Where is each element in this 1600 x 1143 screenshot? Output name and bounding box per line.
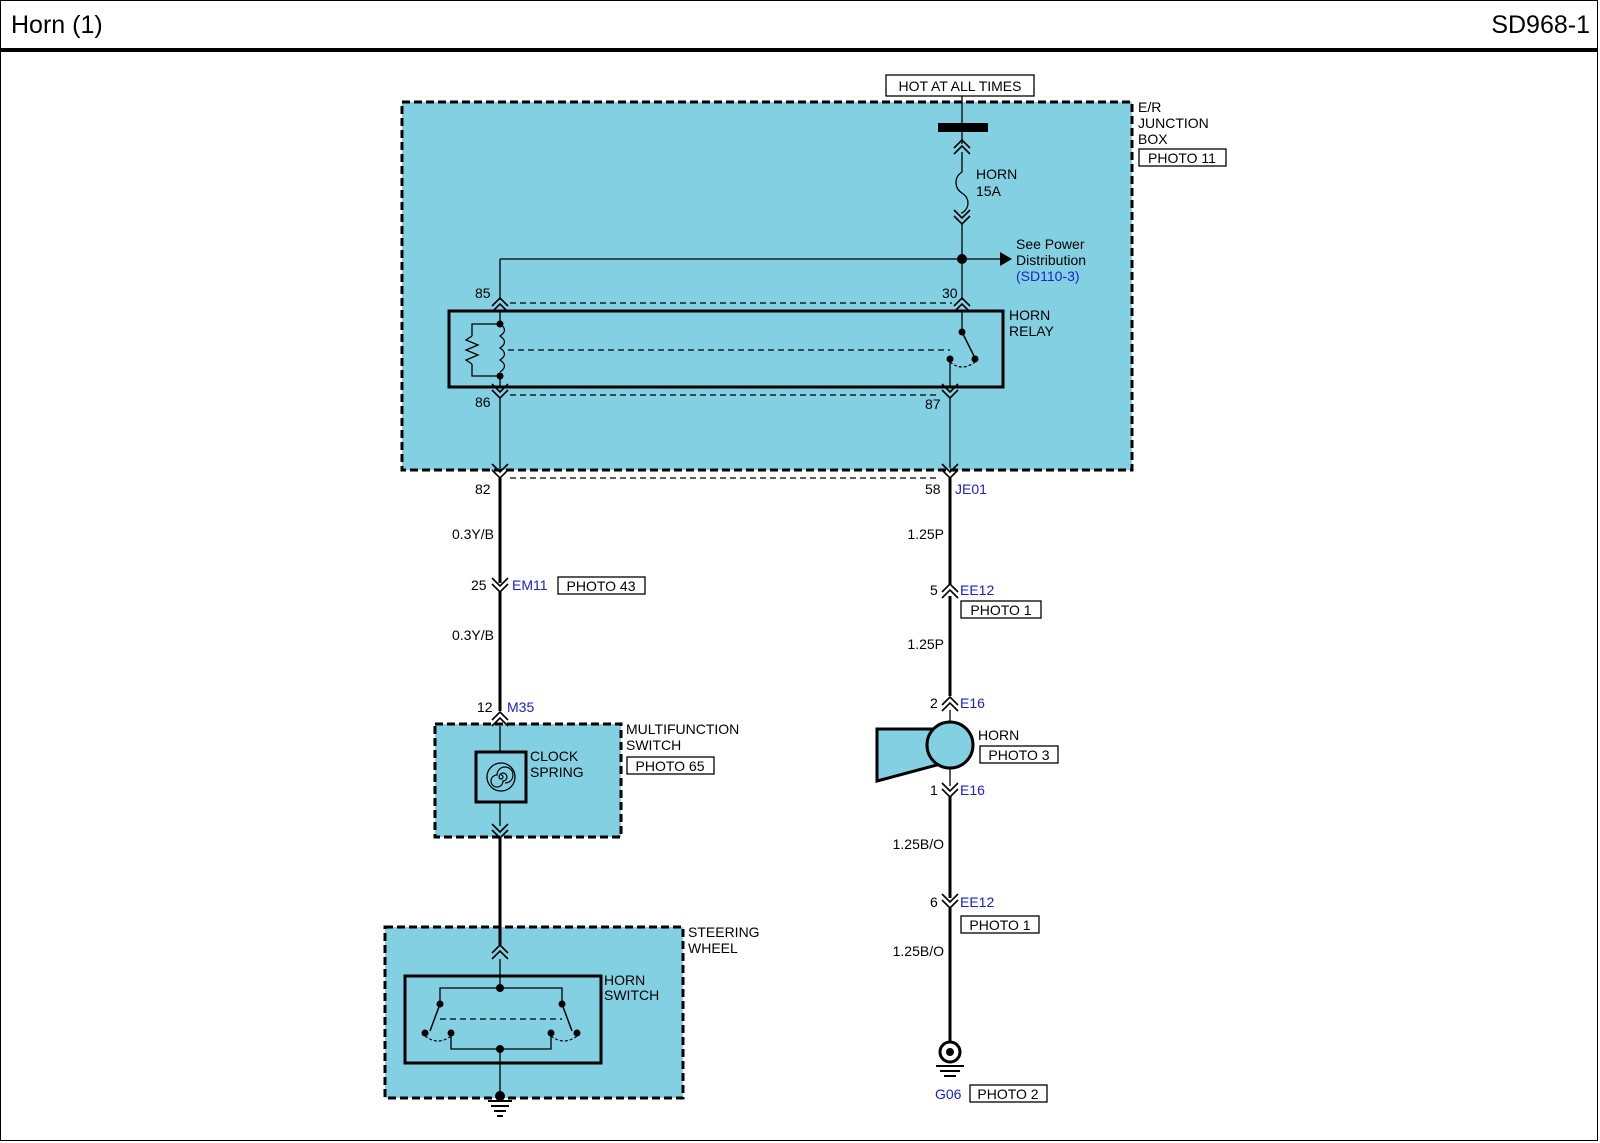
pin-12: 12 xyxy=(477,699,493,715)
horn-photo[interactable]: PHOTO 3 xyxy=(988,747,1049,763)
pin-6: 6 xyxy=(930,894,938,910)
connector-em11[interactable]: EM11 xyxy=(512,577,548,593)
horn-ground-icon xyxy=(936,1040,964,1077)
junction-box-name-2: JUNCTION xyxy=(1138,115,1209,131)
wire-left-1: 0.3Y/B xyxy=(452,526,494,542)
clock-spring xyxy=(474,750,528,804)
photo-ee12-b-box[interactable] xyxy=(960,915,1040,934)
clock-spring-label-1: CLOCK xyxy=(530,748,579,764)
junction-box-photo[interactable]: PHOTO 11 xyxy=(1148,150,1216,166)
connector-je01[interactable]: JE01 xyxy=(955,481,987,497)
photo-ee12-a-box[interactable] xyxy=(960,600,1042,619)
fuse-name: HORN xyxy=(976,166,1017,182)
steering-ground-icon xyxy=(488,1091,512,1117)
horn-body xyxy=(925,720,975,770)
relay-pin-86: 86 xyxy=(475,394,491,410)
hot-label: HOT AT ALL TIMES xyxy=(899,78,1022,94)
connector-m35[interactable]: M35 xyxy=(507,699,534,715)
wire-right-4: 1.25B/O xyxy=(893,943,944,959)
mfs-photo[interactable]: PHOTO 65 xyxy=(636,758,705,774)
horn-relay xyxy=(447,309,1005,389)
horn-switch xyxy=(403,974,603,1065)
photo-ee12-b[interactable]: PHOTO 1 xyxy=(969,917,1030,933)
power-ref-line2[interactable]: Distribution xyxy=(1016,252,1086,268)
steering-wheel-box xyxy=(383,925,685,1100)
mfs-name-2: SWITCH xyxy=(626,737,681,753)
clock-spring-label-2: SPRING xyxy=(530,764,584,780)
horn-switch-contact-right xyxy=(561,1003,573,1032)
relay-pin-85: 85 xyxy=(475,285,491,301)
steering-wheel-name-2: WHEEL xyxy=(688,940,738,956)
junction-box xyxy=(400,100,1134,472)
power-ref-line1: See Power xyxy=(1016,236,1085,252)
mfs-photo-box[interactable] xyxy=(626,756,715,775)
power-bus-bar xyxy=(938,123,988,132)
pin-82: 82 xyxy=(475,481,491,497)
junction-box-photo-box[interactable] xyxy=(1138,148,1227,167)
ground-photo[interactable]: PHOTO 2 xyxy=(977,1086,1038,1102)
junction-box-name-3: BOX xyxy=(1138,131,1168,147)
connector-e16-a[interactable]: E16 xyxy=(960,695,985,711)
photo-em11-box[interactable] xyxy=(557,576,646,595)
steering-wheel-name-1: STEERING xyxy=(688,924,760,940)
ground-g06[interactable]: G06 xyxy=(935,1086,962,1102)
photo-ee12-a[interactable]: PHOTO 1 xyxy=(970,602,1031,618)
wire-right-2: 1.25P xyxy=(907,636,944,652)
diagram-code: SD968-1 xyxy=(1491,11,1590,39)
relay-coil xyxy=(498,323,506,373)
pin-5: 5 xyxy=(930,582,938,598)
pin-25: 25 xyxy=(471,577,487,593)
relay-pin-87: 87 xyxy=(925,396,941,412)
relay-name-1: HORN xyxy=(1009,307,1050,323)
connector-e16-b[interactable]: E16 xyxy=(960,782,985,798)
clock-spring-icon xyxy=(490,766,514,788)
power-ref-link[interactable]: (SD110-3) xyxy=(1016,268,1080,284)
fuse-rating: 15A xyxy=(976,183,1002,199)
horn-switch-label-2: SWITCH xyxy=(604,987,659,1003)
pin-1: 1 xyxy=(930,782,938,798)
multifunction-switch-box xyxy=(433,722,623,839)
connector-ee12-b[interactable]: EE12 xyxy=(960,894,994,910)
power-ref-arrow xyxy=(1000,252,1012,266)
junction-box-name-1: E/R xyxy=(1138,99,1161,115)
connector-ee12-a[interactable]: EE12 xyxy=(960,582,994,598)
relay-contact-arm xyxy=(961,331,976,359)
fuse-symbol xyxy=(955,152,969,215)
header-bar: Horn (1) SD968-1 xyxy=(0,0,1598,52)
ground-photo-box[interactable] xyxy=(969,1084,1048,1103)
relay-name-2: RELAY xyxy=(1009,323,1055,339)
mfs-name-1: MULTIFUNCTION xyxy=(626,721,739,737)
pin-2: 2 xyxy=(930,695,938,711)
relay-pin-30: 30 xyxy=(942,285,958,301)
pin-58: 58 xyxy=(925,481,941,497)
hot-label-box xyxy=(885,74,1035,97)
photo-em11[interactable]: PHOTO 43 xyxy=(567,578,636,594)
horn-name: HORN xyxy=(978,727,1019,743)
wire-right-3: 1.25B/O xyxy=(893,836,944,852)
horn-switch-contact-left xyxy=(429,1003,441,1032)
wire-left-2: 0.3Y/B xyxy=(452,627,494,643)
wire-right-1: 1.25P xyxy=(907,526,944,542)
horn-switch-label-1: HORN xyxy=(604,972,645,988)
horn-photo-box[interactable] xyxy=(979,745,1059,764)
relay-resistor xyxy=(464,335,480,365)
page-title: Horn (1) xyxy=(11,11,103,39)
